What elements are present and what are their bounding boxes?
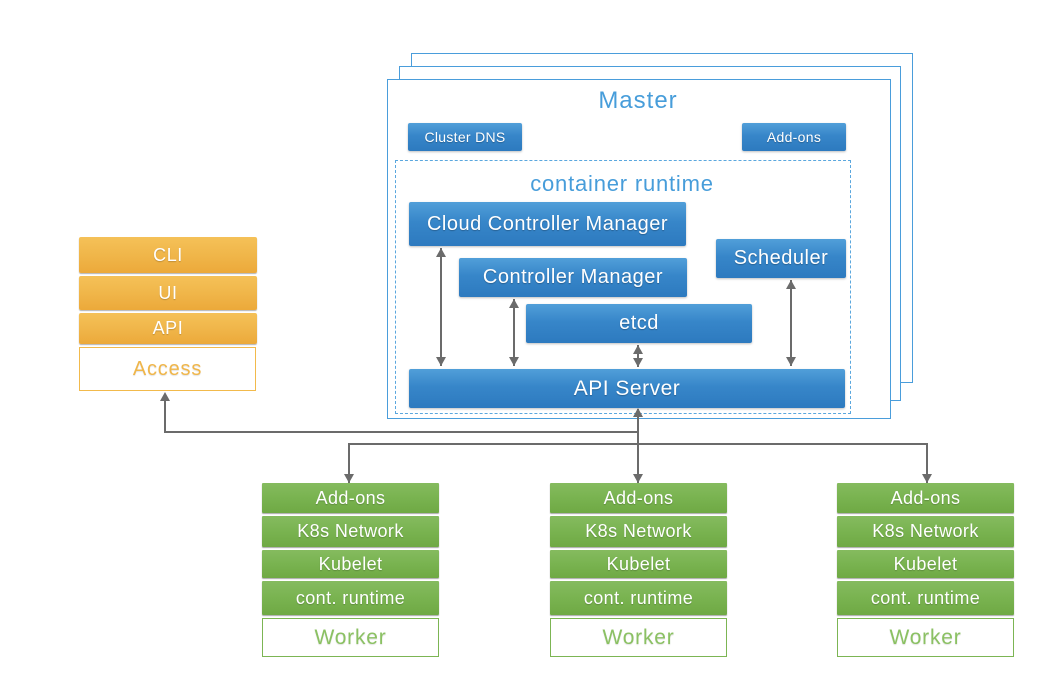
worker3-k8s-network-label: K8s Network [872,521,979,541]
worker1-cont-runtime-box: cont. runtime [262,581,439,615]
worker-node-3: Add-ons K8s Network Kubelet cont. runtim… [837,483,1014,657]
ui-box: UI [79,276,257,310]
master-addons-box: Add-ons [742,123,846,151]
worker2-kubelet-box: Kubelet [550,550,727,578]
worker3-kubelet-label: Kubelet [893,553,958,574]
access-label: Access [132,357,203,380]
api-server-label: API Server [573,376,681,400]
worker1-cont-runtime-label: cont. runtime [295,587,406,608]
etcd-box: etcd [526,304,752,343]
cloud-controller-manager-label: Cloud Controller Manager [426,212,668,235]
worker2-title-label: Worker [602,625,675,649]
worker2-cont-runtime-box: cont. runtime [550,581,727,615]
worker2-cont-runtime-label: cont. runtime [583,587,694,608]
arrow-cm-apiserver [509,299,519,366]
connector-worker3-vline [926,443,928,483]
worker1-addons-box: Add-ons [262,483,439,513]
worker3-kubelet-box: Kubelet [837,550,1014,578]
controller-manager-label: Controller Manager [482,266,664,288]
worker1-k8s-network-label: K8s Network [297,521,404,541]
worker3-title-box: Worker [837,618,1014,657]
cloud-controller-manager-box: Cloud Controller Manager [409,202,686,246]
connector-workers-hline [348,443,928,445]
cluster-dns-box: Cluster DNS [408,123,522,151]
ui-label: UI [158,282,178,303]
arrow-etcd-apiserver [633,345,643,367]
access-box: Access [79,347,256,391]
arrowhead-to-worker2 [633,474,643,483]
api-label: API [152,318,184,338]
worker3-addons-box: Add-ons [837,483,1014,513]
worker1-k8s-network-box: K8s Network [262,516,439,547]
arrowhead-to-worker1 [344,474,354,483]
arrowhead-to-apiserver [633,408,643,417]
scheduler-box: Scheduler [716,239,846,278]
master-addons-label: Add-ons [766,129,822,145]
worker1-kubelet-label: Kubelet [318,553,383,574]
worker1-kubelet-box: Kubelet [262,550,439,578]
worker2-addons-box: Add-ons [550,483,727,513]
api-box: API [79,313,257,344]
cluster-dns-label: Cluster DNS [424,129,506,145]
api-server-box: API Server [409,369,845,408]
worker3-cont-runtime-box: cont. runtime [837,581,1014,615]
cli-box: CLI [79,237,257,273]
worker1-addons-label: Add-ons [315,487,386,508]
worker3-cont-runtime-label: cont. runtime [870,587,981,608]
cli-label: CLI [153,244,183,265]
container-runtime-boundary [395,160,851,414]
connector-access-hline [164,431,639,433]
worker2-addons-label: Add-ons [603,487,674,508]
worker1-title-box: Worker [262,618,439,657]
worker2-k8s-network-box: K8s Network [550,516,727,547]
connector-worker1-vline [348,443,350,483]
controller-manager-box: Controller Manager [459,258,687,297]
worker2-title-box: Worker [550,618,727,657]
connector-trunk-line [637,409,639,483]
arrowhead-to-worker3 [922,474,932,483]
master-title: Master [598,87,678,114]
worker3-addons-label: Add-ons [890,487,961,508]
worker2-kubelet-label: Kubelet [606,553,671,574]
scheduler-label: Scheduler [733,247,829,269]
worker1-title-label: Worker [314,625,387,649]
arrow-ccm-apiserver [436,248,446,366]
etcd-label: etcd [619,312,659,334]
connector-access-vline [164,400,166,433]
worker-node-2: Add-ons K8s Network Kubelet cont. runtim… [550,483,727,657]
worker2-k8s-network-label: K8s Network [585,521,692,541]
container-runtime-title: container runtime [530,171,714,196]
worker3-title-label: Worker [889,625,962,649]
arrow-scheduler-apiserver [786,280,796,366]
worker3-k8s-network-box: K8s Network [837,516,1014,547]
arrowhead-to-access [160,392,170,401]
worker-node-1: Add-ons K8s Network Kubelet cont. runtim… [262,483,439,657]
